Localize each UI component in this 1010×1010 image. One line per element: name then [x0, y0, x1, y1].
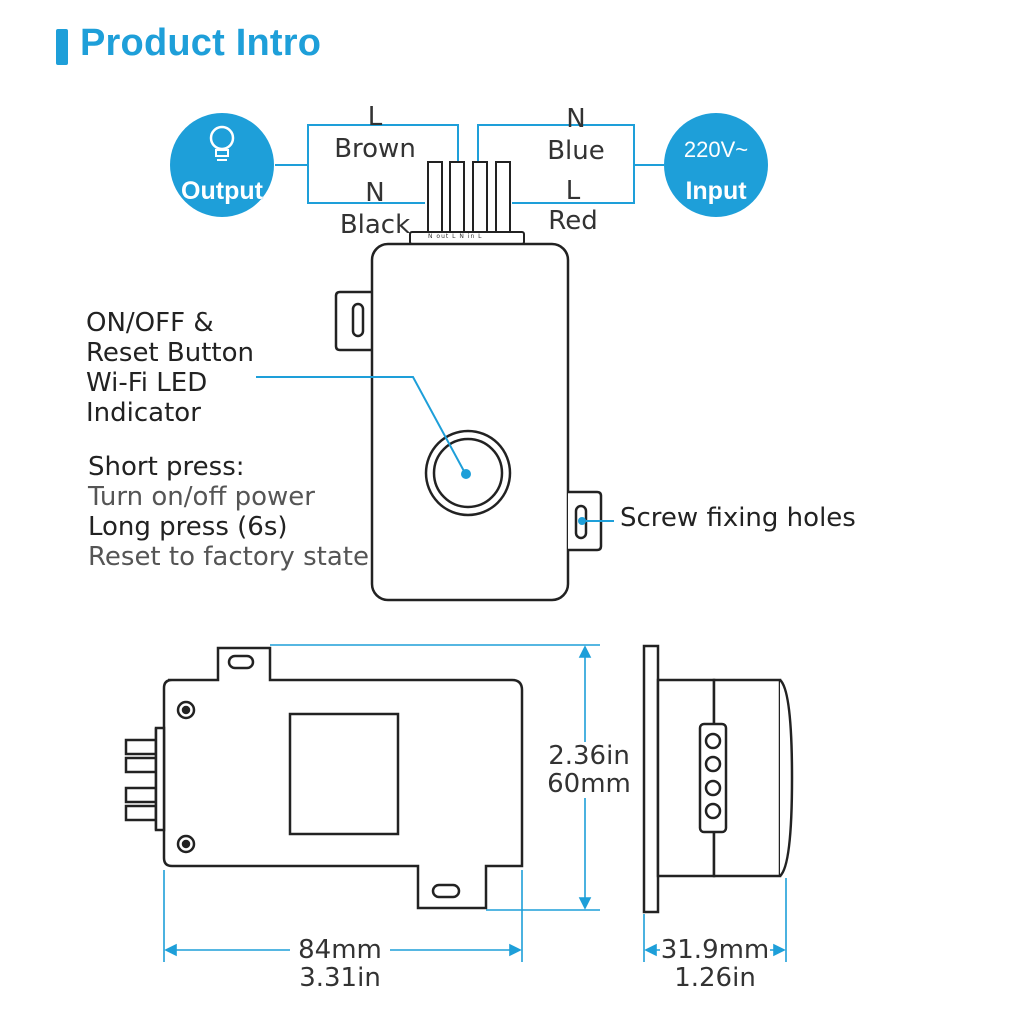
wiring-lines [275, 124, 664, 204]
short-press-desc: Turn on/off power [88, 482, 315, 512]
black-letter: N [365, 178, 385, 208]
device-side-view [124, 646, 524, 910]
output-icon [170, 113, 274, 217]
width-mm: 84mm [290, 936, 390, 964]
depth-mm: 31.9mm [660, 935, 770, 965]
page-title: Product Intro [80, 22, 322, 64]
button-callout-line4: Indicator [86, 398, 201, 428]
input-voltage: 220V~ [683, 137, 749, 162]
brown-letter: L [367, 102, 383, 132]
button-callout-line1: ON/OFF & [86, 308, 214, 338]
brown-name: Brown [334, 134, 416, 164]
long-press-desc: Reset to factory state [88, 542, 369, 572]
title-accent-bar [56, 29, 68, 65]
button-callout-line2: Reset Button [86, 338, 254, 368]
black-name: Black [339, 210, 411, 240]
long-press-title: Long press (6s) [88, 512, 288, 542]
height-mm: 60mm [544, 770, 634, 798]
device-top-view [334, 242, 603, 602]
output-label: Output [181, 177, 263, 205]
button-callout-line3: Wi-Fi LED [86, 368, 208, 398]
red-letter: L [565, 176, 581, 206]
screw-hole-dot [578, 517, 586, 525]
screw-holes-label: Screw fixing holes [620, 503, 856, 533]
blue-name: Blue [547, 136, 605, 166]
width-in: 3.31in [299, 963, 381, 993]
short-press-title: Short press: [88, 452, 245, 482]
terminal-marks: N out L N in L [428, 233, 483, 240]
led-dot [461, 469, 471, 479]
red-name: Red [548, 206, 598, 236]
callout-lines [256, 376, 614, 522]
depth-in: 1.26in [674, 963, 756, 993]
input-label: Input [685, 177, 747, 205]
device-depth-view [642, 644, 794, 914]
blue-letter: N [566, 104, 586, 134]
input-icon [664, 113, 768, 217]
height-in: 2.36in [544, 742, 634, 770]
